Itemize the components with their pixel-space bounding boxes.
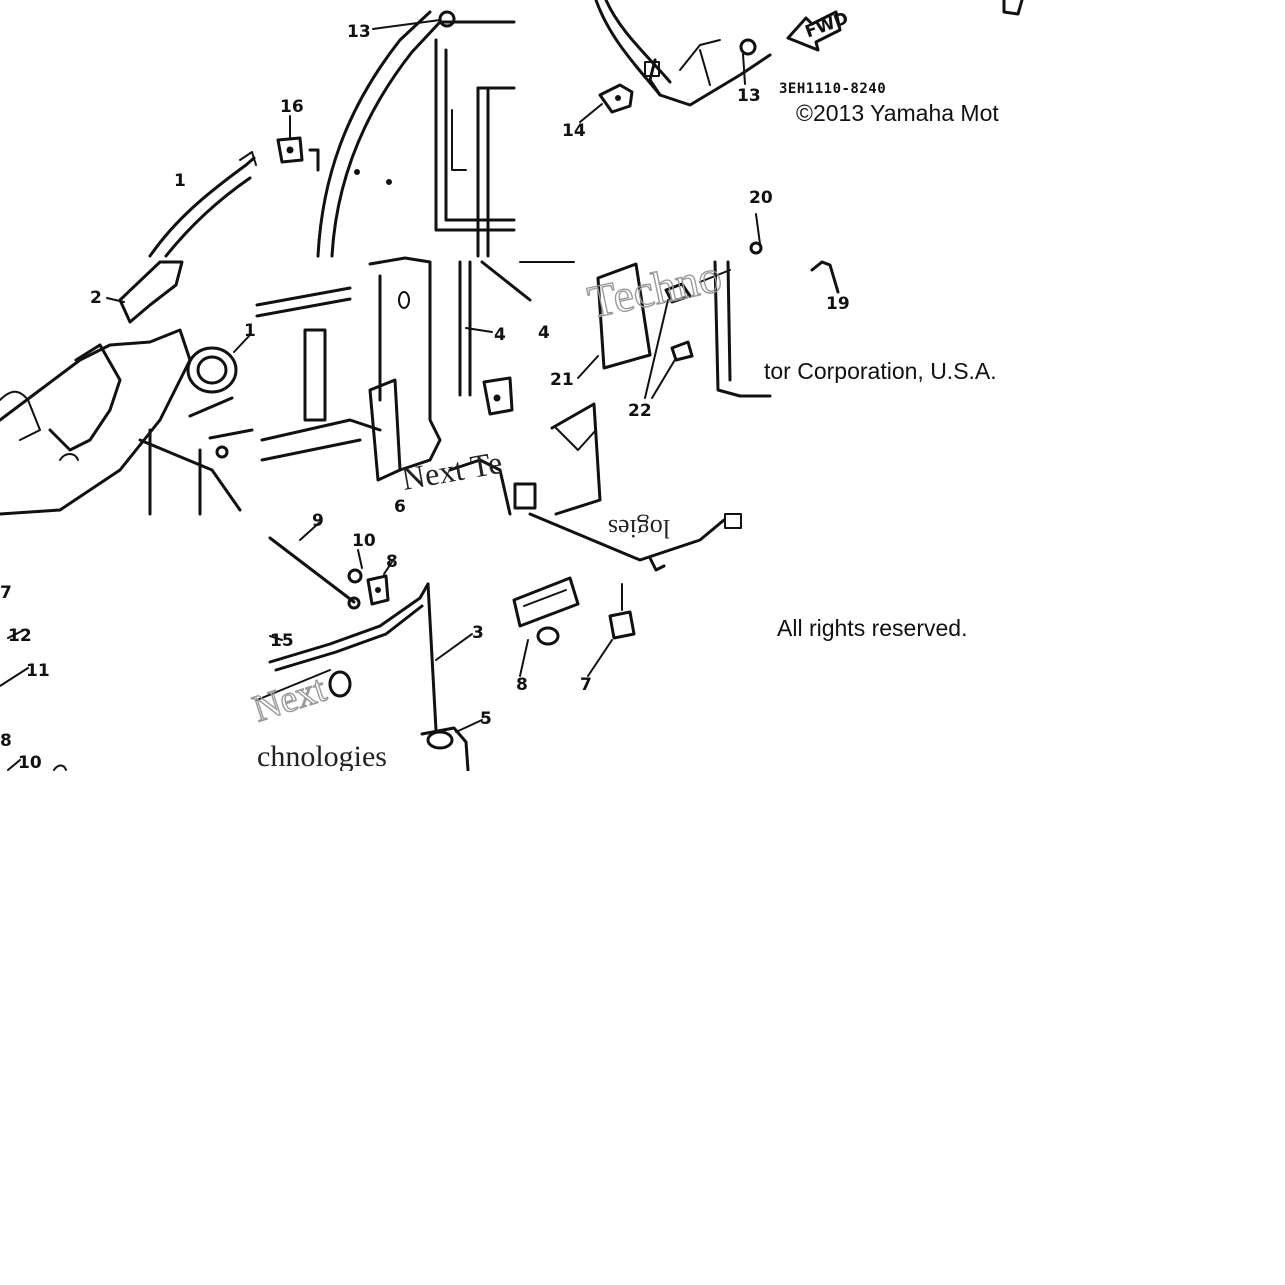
- part-6-connector: [448, 458, 537, 516]
- callout: 4: [538, 323, 550, 343]
- part-16-clip: [276, 115, 304, 164]
- part-3-seal-strip: [268, 582, 473, 732]
- fwd-arrow-icon: FWD: [786, 9, 851, 52]
- part-8-plate: [366, 561, 393, 606]
- watermark-text: Techno: [583, 250, 725, 328]
- callout: 11: [26, 661, 50, 681]
- cowling-upper: [308, 10, 516, 258]
- callout: 10: [18, 753, 42, 773]
- callout-labels: 13 16 1 13 14 2 1 4 4 20 19 21 22 6 7 12…: [0, 22, 850, 773]
- callout: 19: [826, 294, 850, 314]
- part-10-nut: [347, 549, 363, 584]
- callout: 10: [352, 531, 376, 551]
- part-20-screw: [713, 213, 772, 398]
- callout: 16: [280, 97, 304, 117]
- cowl-bottom-edge: [528, 512, 742, 572]
- wire-6: [519, 261, 731, 283]
- callout: 5: [480, 709, 492, 729]
- name-plate: [512, 576, 580, 628]
- callout: 3: [472, 623, 484, 643]
- part-9-rod: [268, 521, 361, 610]
- part-5-latch: [420, 719, 483, 772]
- callout: 2: [90, 288, 102, 308]
- watermark-text: Next: [248, 668, 332, 731]
- part-4-clip: [482, 376, 514, 416]
- watermark-text: logies: [608, 514, 670, 543]
- callout: 15: [270, 631, 294, 651]
- callout: 13: [347, 22, 371, 42]
- callout: 8: [516, 675, 528, 695]
- callout: 1: [174, 171, 186, 191]
- callout: 7: [580, 675, 592, 695]
- part-2-lid: [106, 260, 184, 324]
- part-1-grommet: [186, 334, 251, 394]
- callout: 4: [494, 325, 506, 345]
- part-4-rods: [458, 260, 532, 397]
- callout: 6: [394, 497, 406, 517]
- callout: 21: [550, 370, 574, 390]
- inner-panel: [255, 256, 442, 482]
- part-19-strap: [810, 260, 840, 294]
- callout: 14: [562, 121, 586, 141]
- part-13-bolt-rear: [739, 38, 757, 85]
- part-1-cover-top: [148, 151, 257, 258]
- callout: 22: [628, 401, 652, 421]
- callout: 13: [737, 86, 761, 106]
- watermark-text: chnologies: [257, 740, 387, 773]
- callout: 7: [0, 583, 12, 603]
- watermark-text: Next Te: [399, 444, 505, 497]
- copyright-line-1: ©2013 Yamaha Mot: [796, 102, 999, 125]
- cowling-lower-rear: [594, 0, 772, 107]
- document-pouch: [550, 402, 602, 516]
- part-21-decal: [577, 262, 652, 379]
- part-code: 3EH1110-8240: [779, 81, 886, 97]
- part-13-bolt-top: [372, 10, 456, 30]
- callout: 8: [0, 731, 12, 751]
- callout: 1: [244, 321, 256, 341]
- part-15-hose: [256, 635, 352, 701]
- callout: 8: [386, 552, 398, 572]
- copyright-line-3: All rights reserved.: [777, 615, 968, 641]
- left-small-parts: [0, 629, 67, 771]
- callout: 9: [312, 511, 324, 531]
- part-8-grommet: [519, 626, 560, 677]
- copyright-line-2: tor Corporation, U.S.A.: [764, 360, 997, 383]
- left-cover-body: [0, 328, 242, 516]
- part-7-pad: [587, 583, 636, 677]
- callout: 12: [8, 626, 32, 646]
- part-22-labels: [644, 282, 694, 399]
- part-14-bracket: [579, 83, 634, 123]
- corner-part-icon: [1002, 0, 1024, 16]
- callout: 20: [749, 188, 773, 208]
- bolts-left: [188, 396, 254, 459]
